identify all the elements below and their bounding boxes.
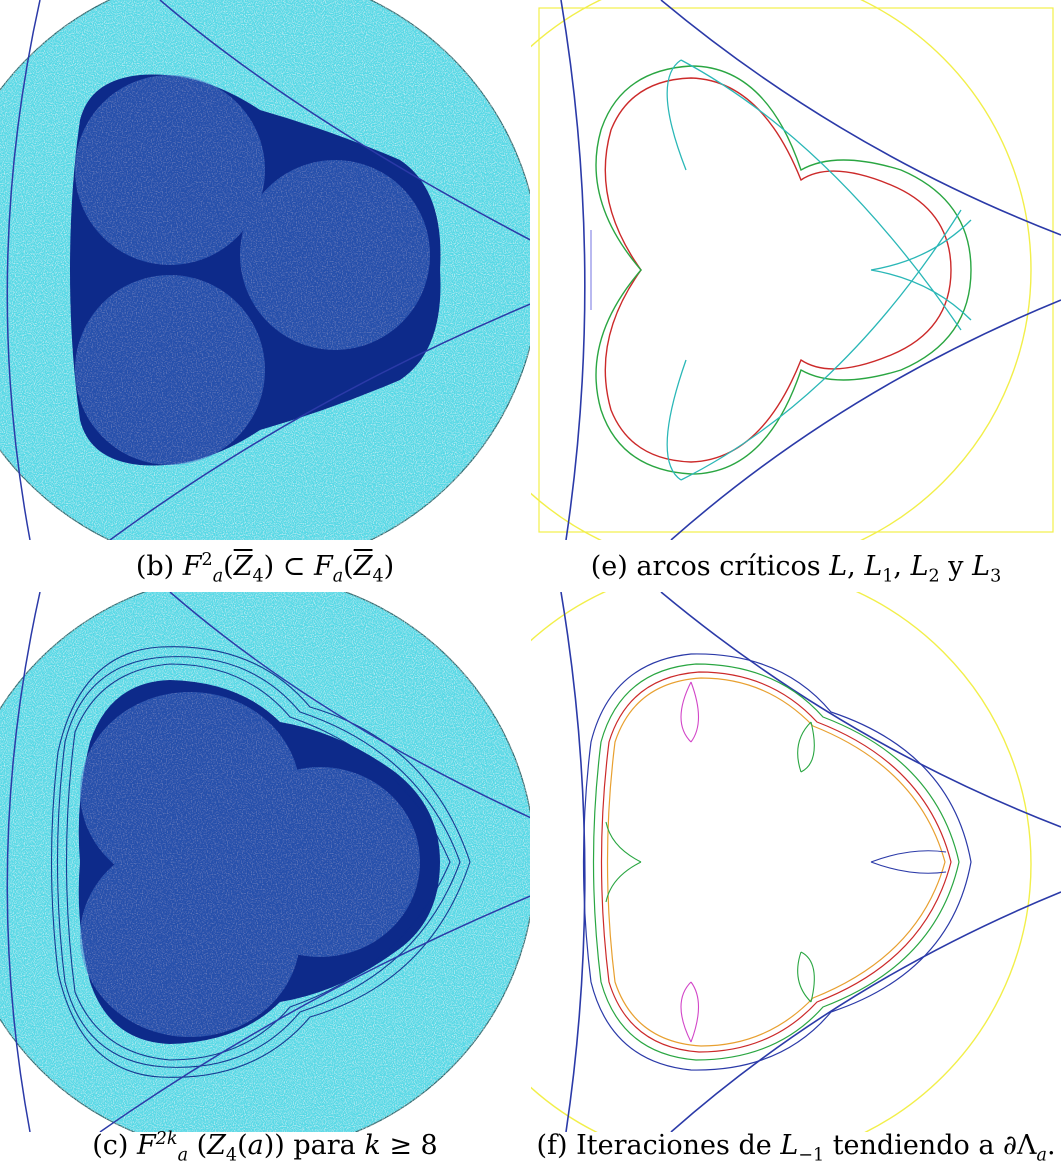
arc-L-red [604, 77, 952, 463]
iterated-arcs [582, 653, 972, 1071]
boundary-curve-bottom [109, 303, 530, 540]
panel-c-image [0, 592, 530, 1132]
boundary-curve-top [159, 0, 530, 241]
boundary-curve-bottom [670, 299, 1061, 540]
cusp-spikes [605, 681, 947, 1043]
yellow-circle [531, 592, 1032, 1132]
frame [538, 7, 1054, 533]
boundary-curve-left [6, 0, 41, 540]
light-lobes [75, 75, 430, 465]
orbit-curves [50, 646, 471, 1078]
caption-e: (e) arcos críticos L, L1, L2 y L3 [590, 551, 1002, 587]
arc-L1-green [595, 65, 972, 475]
arc-L2-cyan [666, 59, 972, 481]
panel-f-image [531, 592, 1061, 1132]
yellow-circle [531, 0, 1032, 540]
boundary-curve-left [560, 0, 586, 540]
panel-e-image [531, 0, 1061, 540]
caption-b: (b) F2a(Z4) ⊂ Fa(Z4) [135, 550, 395, 587]
caption-f: (f) Iteraciones de L−1 tendiendo a ∂Λa. [536, 1130, 1056, 1166]
panel-b-image [0, 0, 530, 540]
boundary-curve-top [660, 0, 1061, 236]
caption-c: (c) F2ka (Z4(a)) para k ≥ 8 [92, 1129, 438, 1166]
